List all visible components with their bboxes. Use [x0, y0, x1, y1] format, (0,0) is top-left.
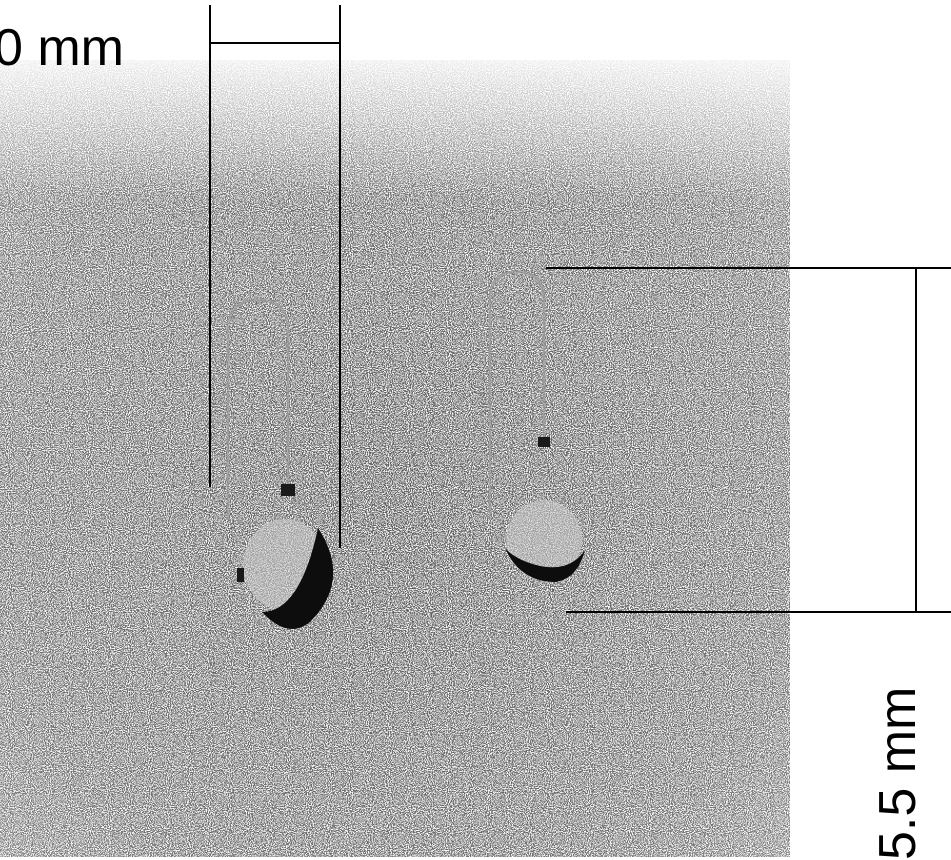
grainy-background — [0, 40, 790, 857]
left-droplet — [237, 484, 334, 630]
right-droplet — [505, 437, 585, 582]
left-tube — [226, 298, 290, 520]
width-dimension-label: 0 mm — [0, 19, 124, 77]
height-dimension-lines — [546, 267, 951, 613]
height-dimension-label: 5.5 mm — [869, 686, 927, 860]
right-tube — [488, 270, 546, 520]
width-dimension-lines — [209, 5, 341, 548]
